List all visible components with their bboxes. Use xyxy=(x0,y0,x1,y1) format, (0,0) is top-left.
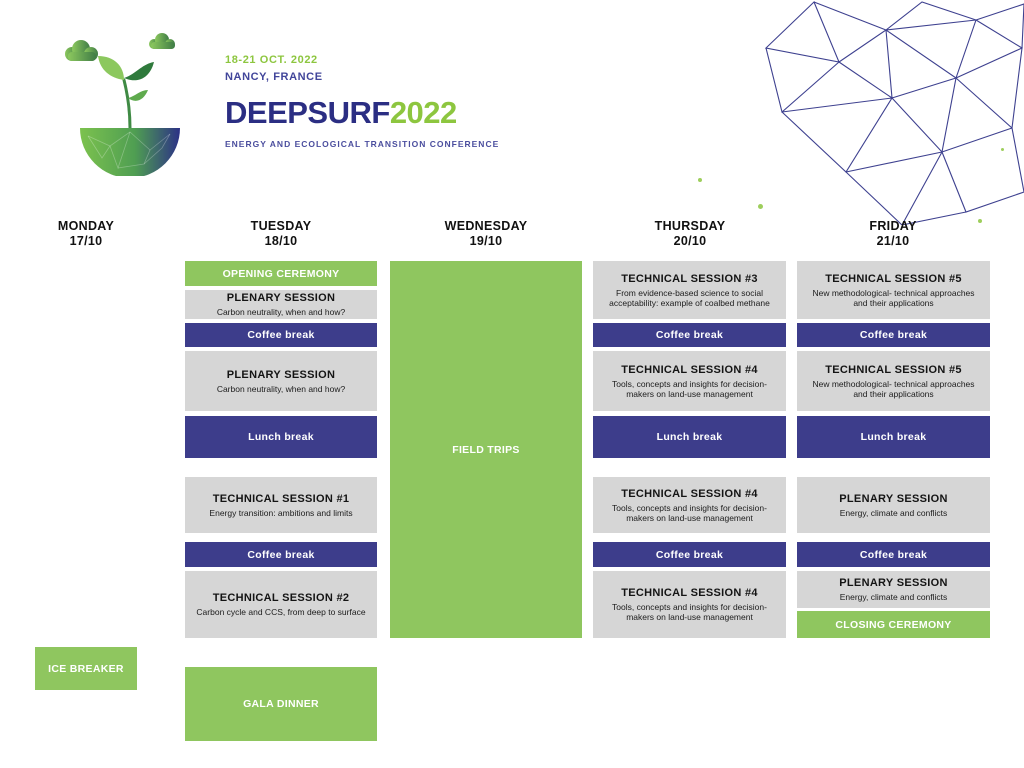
block-subtitle: Energy, climate and conflicts xyxy=(839,507,948,518)
block-coffee-break-fri-2: Coffee break xyxy=(797,542,990,567)
block-subtitle: New methodological- technical approaches… xyxy=(812,378,975,399)
block-plenary-session-4: PLENARY SESSION Energy, climate and conf… xyxy=(797,571,990,608)
block-technical-session-4b: TECHNICAL SESSION #4 Tools, concepts and… xyxy=(593,477,786,533)
day-name: THURSDAY xyxy=(654,219,726,233)
day-name: FRIDAY xyxy=(869,219,917,233)
deepsurf-logo xyxy=(58,28,208,178)
block-title: PLENARY SESSION xyxy=(226,292,336,304)
day-date: 18/10 xyxy=(264,234,298,248)
block-title: TECHNICAL SESSION #5 xyxy=(825,272,962,285)
sprout-globe-logo-graphic xyxy=(65,33,180,178)
block-title: FIELD TRIPS xyxy=(452,443,520,456)
block-title: TECHNICAL SESSION #3 xyxy=(621,272,758,285)
conference-tagline: ENERGY AND ECOLOGICAL TRANSITION CONFERE… xyxy=(225,139,500,149)
block-lunch-break-tue: Lunch break xyxy=(185,416,377,458)
block-subtitle: From evidence-based science to social ac… xyxy=(609,287,770,308)
block-coffee-break-fri-1: Coffee break xyxy=(797,323,990,347)
block-title: TECHNICAL SESSION #1 xyxy=(212,492,350,505)
block-lunch-break-thu: Lunch break xyxy=(593,416,786,458)
block-title: PLENARY SESSION xyxy=(226,368,336,381)
block-subtitle: Carbon cycle and CCS, from deep to surfa… xyxy=(196,607,366,617)
day-date: 20/10 xyxy=(673,234,707,248)
globe-bowl xyxy=(80,128,180,178)
cloud-left-icon xyxy=(65,40,98,61)
network-decoration xyxy=(764,1,1024,225)
sprout-icon xyxy=(98,56,154,130)
block-coffee-break-thu-2: Coffee break xyxy=(593,542,786,567)
block-technical-session-1: TECHNICAL SESSION #1 Energy transition: … xyxy=(185,477,377,533)
block-plenary-session-3: PLENARY SESSION Energy, climate and conf… xyxy=(797,477,990,533)
green-dot-decoration xyxy=(698,178,702,182)
block-coffee-break-thu-1: Coffee break xyxy=(593,323,786,347)
block-gala-dinner: GALA DINNER xyxy=(185,667,377,741)
green-dot-decoration xyxy=(978,219,982,223)
block-title: Lunch break xyxy=(656,431,723,443)
day-name: WEDNESDAY xyxy=(444,219,528,233)
block-title: Lunch break xyxy=(860,431,927,443)
block-technical-session-4c: TECHNICAL SESSION #4 Tools, concepts and… xyxy=(593,571,786,638)
block-title: PLENARY SESSION xyxy=(839,492,948,505)
block-subtitle: Energy, climate and conflicts xyxy=(839,592,948,602)
block-subtitle: Tools, concepts and insights for decisio… xyxy=(612,602,767,622)
block-title: TECHNICAL SESSION #5 xyxy=(825,363,962,376)
block-subtitle: Carbon neutrality, when and how? xyxy=(216,383,346,394)
title-year: 2022 xyxy=(389,95,457,130)
cloud-right-icon xyxy=(149,33,175,49)
block-coffee-break-tue-2: Coffee break xyxy=(185,542,377,567)
globe-mesh-lines xyxy=(87,131,171,170)
day-date: 17/10 xyxy=(69,234,103,248)
day-date: 21/10 xyxy=(876,234,910,248)
day-date: 19/10 xyxy=(469,234,503,248)
block-title: TECHNICAL SESSION #4 xyxy=(621,363,758,376)
block-lunch-break-fri: Lunch break xyxy=(797,416,990,458)
block-technical-session-4a: TECHNICAL SESSION #4 Tools, concepts and… xyxy=(593,351,786,411)
block-title: Coffee break xyxy=(655,329,724,341)
conference-title: DEEPSURF2022 xyxy=(225,97,555,129)
block-title: Coffee break xyxy=(247,329,315,341)
day-name: TUESDAY xyxy=(250,219,312,233)
block-technical-session-5a: TECHNICAL SESSION #5 New methodological-… xyxy=(797,261,990,319)
brand-block: 18-21 OCT. 2022 NANCY, FRANCE DEEPSURF20… xyxy=(225,54,555,149)
block-opening-ceremony: OPENING CEREMONY xyxy=(185,261,377,286)
block-title: Coffee break xyxy=(859,329,928,341)
block-title: GALA DINNER xyxy=(243,698,319,710)
block-title: TECHNICAL SESSION #4 xyxy=(621,587,758,599)
block-title: Coffee break xyxy=(655,548,724,561)
day-name: MONDAY xyxy=(57,219,115,233)
block-subtitle: Energy transition: ambitions and limits xyxy=(209,507,353,518)
block-title: Lunch break xyxy=(248,431,314,443)
block-title: PLENARY SESSION xyxy=(839,577,948,589)
block-closing-ceremony: CLOSING CEREMONY xyxy=(797,611,990,638)
block-subtitle: Tools, concepts and insights for decisio… xyxy=(612,378,767,399)
title-main: DEEPSURF xyxy=(225,95,390,130)
block-technical-session-3: TECHNICAL SESSION #3 From evidence-based… xyxy=(593,261,786,319)
block-plenary-session-1: PLENARY SESSION Carbon neutrality, when … xyxy=(185,290,377,319)
block-title: ICE BREAKER xyxy=(48,662,124,675)
green-dot-decoration xyxy=(1001,148,1004,151)
block-subtitle: New methodological- technical approaches… xyxy=(812,287,975,308)
block-title: TECHNICAL SESSION #2 xyxy=(212,592,350,604)
green-dot-decoration xyxy=(758,204,763,209)
block-field-trips: FIELD TRIPS xyxy=(390,261,582,638)
block-title: TECHNICAL SESSION #4 xyxy=(621,487,758,500)
block-technical-session-5b: TECHNICAL SESSION #5 New methodological-… xyxy=(797,351,990,411)
block-technical-session-2: TECHNICAL SESSION #2 Carbon cycle and CC… xyxy=(185,571,377,638)
block-title: OPENING CEREMONY xyxy=(222,267,340,280)
block-coffee-break-tue-1: Coffee break xyxy=(185,323,377,347)
block-title: CLOSING CEREMONY xyxy=(835,618,952,631)
block-subtitle: Tools, concepts and insights for decisio… xyxy=(612,502,767,523)
block-title: Coffee break xyxy=(859,548,928,561)
block-title: Coffee break xyxy=(247,548,315,561)
conference-dates: 18-21 OCT. 2022 xyxy=(225,54,318,66)
block-subtitle: Carbon neutrality, when and how? xyxy=(216,307,346,317)
conference-location: NANCY, FRANCE xyxy=(225,71,323,83)
block-ice-breaker: ICE BREAKER xyxy=(35,647,137,690)
block-plenary-session-2: PLENARY SESSION Carbon neutrality, when … xyxy=(185,351,377,411)
